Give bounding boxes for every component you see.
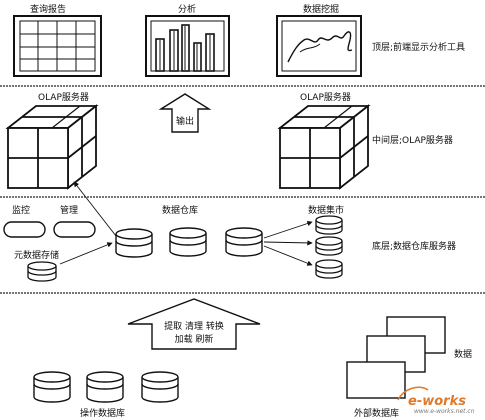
- olap-cube-left: [5, 104, 99, 190]
- connector-arrows: [59, 181, 313, 266]
- analysis-bars: [155, 24, 215, 72]
- output-arrow: 输出: [158, 93, 212, 133]
- manage-label: 管理: [60, 204, 78, 216]
- query-report-label: 查询报告: [30, 3, 66, 15]
- operational-db-2: [86, 371, 124, 403]
- data-mart-cylinder-2: [315, 236, 343, 256]
- monitor-pill: [3, 221, 46, 238]
- warehouse-cylinder-2: [169, 227, 207, 257]
- watermark-sub: www.e-works.net.cn: [414, 408, 475, 415]
- data-mart-cylinder-3: [315, 259, 343, 279]
- watermark-brand: e-works: [408, 394, 466, 409]
- external-db-label: 外部数据库: [354, 407, 399, 419]
- metadata-cylinder: [27, 261, 57, 282]
- middle-layer-label: 中间层;OLAP服务器: [372, 134, 453, 146]
- etl-arrow: 提取 清理 转换 加载 刷新: [127, 298, 261, 350]
- document-1: [346, 361, 406, 399]
- mining-monitor: [276, 15, 362, 77]
- arrow-to-mart-2: [263, 240, 313, 246]
- etl-label-line1: 提取 清理 转换: [164, 320, 224, 332]
- warehouse-cylinder-1: [115, 228, 153, 258]
- metadata-label: 元数据存储: [14, 249, 59, 261]
- watermark-logo: e-works www.e-works.net.cn: [397, 386, 475, 415]
- arrow-to-mart-1: [263, 220, 313, 239]
- olap-left-label: OLAP服务器: [38, 91, 89, 103]
- etl-label-line2: 加载 刷新: [175, 333, 214, 345]
- external-documents: [346, 316, 446, 399]
- data-mining-label: 数据挖掘: [303, 3, 339, 15]
- top-layer-label: 顶层;前端显示分析工具: [372, 41, 465, 53]
- arrow-to-mart-3: [263, 245, 313, 266]
- arrow-metadata-to-warehouse: [59, 242, 113, 265]
- bottom-layer-label: 底层;数据仓库服务器: [372, 240, 456, 252]
- warehouse-cylinder-3: [225, 227, 263, 257]
- report-monitor: [13, 15, 102, 77]
- analysis-monitor: [145, 15, 230, 77]
- manage-pill: [53, 221, 96, 238]
- data-mart-cylinder-1: [315, 215, 343, 235]
- operational-db-1: [33, 371, 71, 403]
- olap-cube-right: [277, 104, 371, 190]
- data-warehouse-label: 数据仓库: [162, 204, 198, 216]
- analysis-label: 分析: [178, 3, 196, 15]
- data-mart-label: 数据集市: [308, 204, 344, 216]
- operational-db-3: [141, 371, 179, 403]
- output-label: 输出: [176, 115, 194, 127]
- data-label: 数据: [454, 348, 472, 360]
- olap-right-label: OLAP服务器: [300, 91, 351, 103]
- arrow-warehouse-to-olap: [73, 181, 117, 237]
- monitor-label: 监控: [12, 204, 30, 216]
- operational-db-label: 操作数据库: [80, 407, 125, 419]
